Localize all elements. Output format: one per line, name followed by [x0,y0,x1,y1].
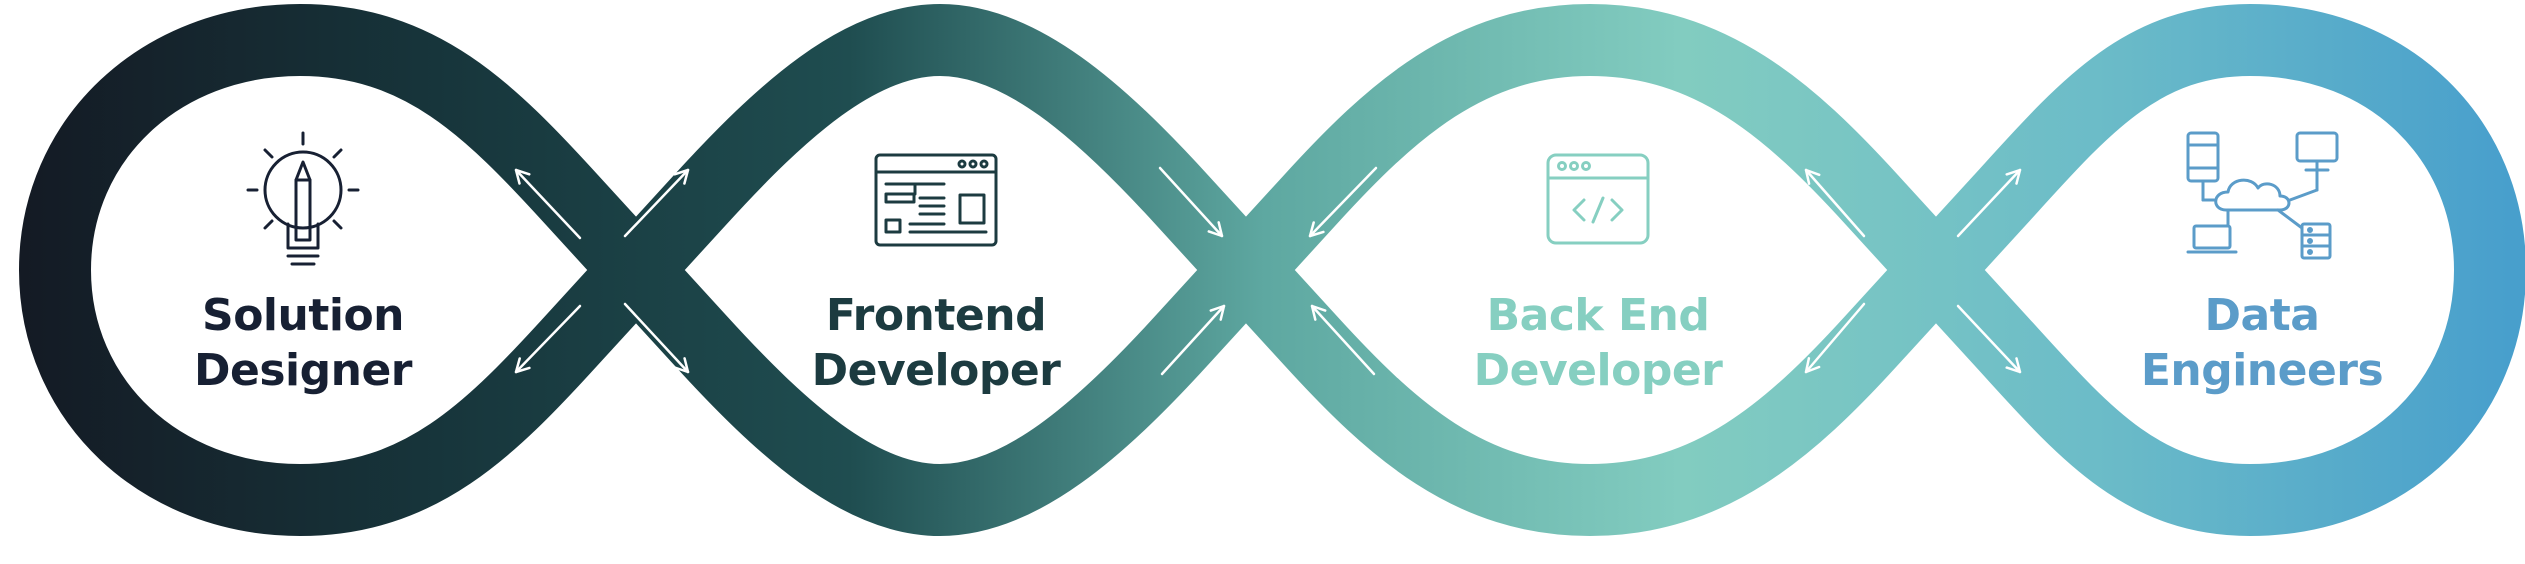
node-label-solution-designer-line1: Solution [202,290,404,341]
flow-arrow [1310,304,1376,376]
flow-arrow [623,168,690,238]
flow-arrow [623,302,690,374]
infinity-band [19,4,2525,536]
flow-arrow [1956,304,2022,374]
node-label-solution-designer-line2: Designer [194,345,413,396]
flow-arrow [1956,168,2022,238]
node-label-frontend-developer-line2: Developer [812,345,1062,396]
cloud-network-icon [2186,131,2339,260]
code-window-icon [1546,153,1650,245]
flow-arrow [1158,166,1224,238]
flow-arrow [1804,302,1866,374]
flow-arrows [514,166,2022,376]
flow-arrow [1308,166,1378,238]
flow-arrow [1160,304,1226,376]
node-label-frontend-developer-line1: Frontend [826,290,1046,341]
node-label-data-engineers-line1: Data [2205,290,2320,341]
flow-arrow [1804,168,1866,238]
lightbulb-pencil-icon [246,131,360,266]
flow-arrow [514,168,582,240]
node-label-backend-developer-line1: Back End [1487,290,1710,341]
node-label-data-engineers-line2: Engineers [2141,345,2383,396]
web-layout-icon [874,153,998,247]
node-label-backend-developer-line2: Developer [1474,345,1724,396]
flow-arrow [514,304,582,374]
